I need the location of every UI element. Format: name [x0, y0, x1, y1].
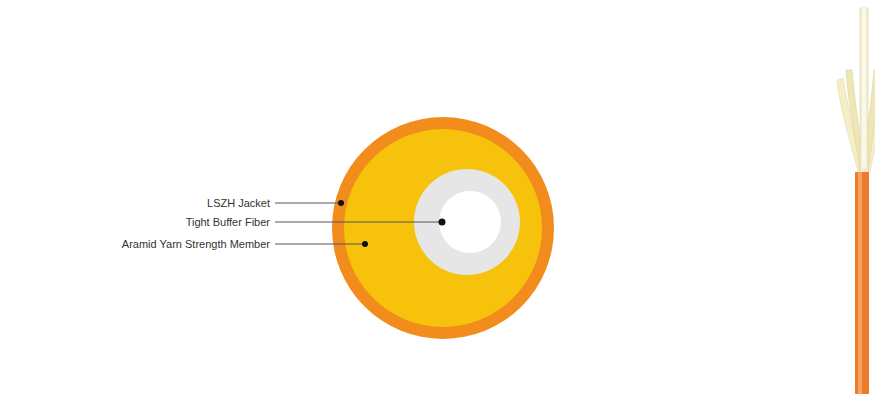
leader-dot — [338, 200, 344, 206]
aramid-yarn — [344, 129, 542, 327]
part-label: Tight Buffer Fiber — [186, 216, 270, 229]
leader-dot — [439, 219, 446, 226]
leader-dot — [362, 241, 368, 247]
leader-line — [275, 222, 442, 223]
part-label: Aramid Yarn Strength Member — [122, 238, 270, 251]
leader-line — [275, 244, 364, 245]
jacket-ring — [332, 117, 554, 339]
fiber-core — [439, 191, 501, 253]
part-label: LSZH Jacket — [207, 197, 270, 210]
cable-side-view — [837, 8, 875, 394]
leader-line — [275, 203, 340, 204]
